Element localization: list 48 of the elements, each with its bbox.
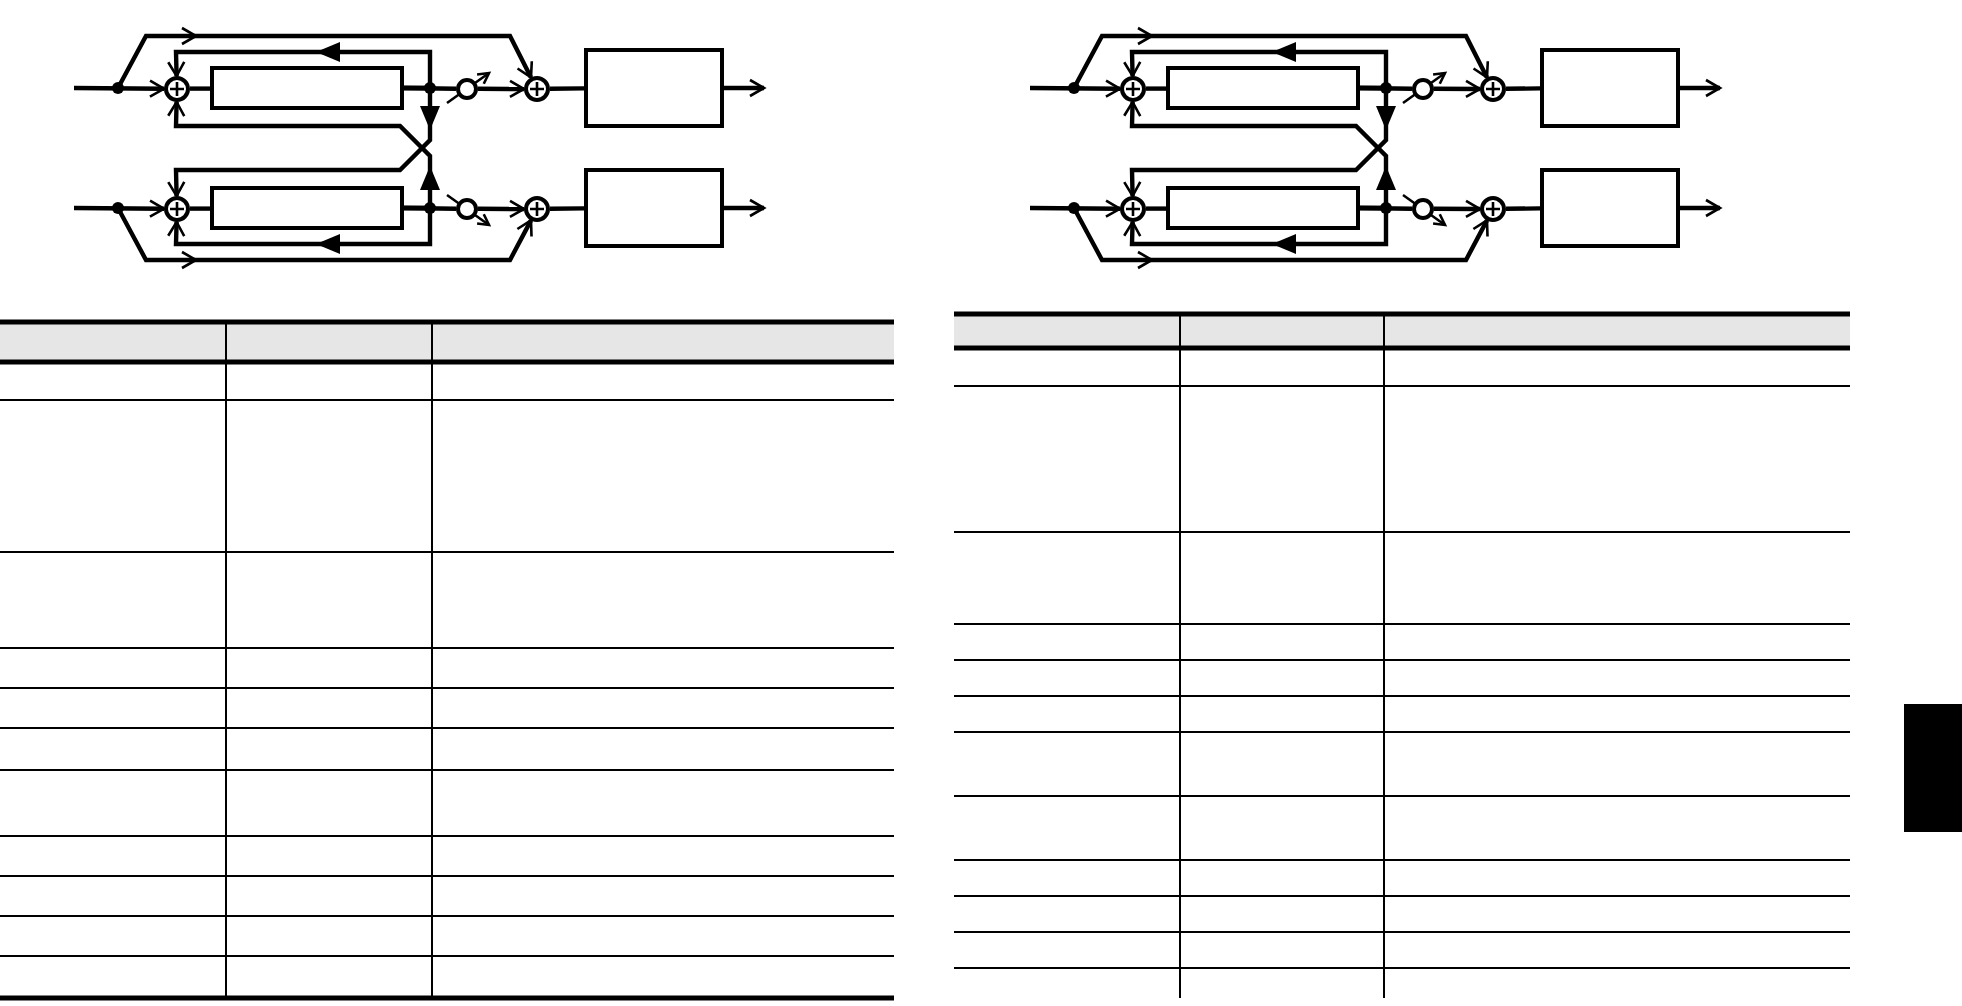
output-block: [584, 48, 724, 128]
summing-circle: [1120, 76, 1146, 102]
output-block: [1540, 48, 1680, 128]
signal-line: [1505, 206, 1541, 211]
signal-arrow: [478, 199, 526, 219]
level-circle: [1412, 78, 1434, 100]
signal-arrow: [478, 79, 526, 99]
signal-line: [1146, 86, 1166, 91]
signal-arrow: [116, 26, 534, 90]
delay-block: [210, 186, 404, 230]
summing-circle: [164, 196, 190, 222]
signal-line: [549, 206, 585, 211]
signal-arrow: [724, 78, 766, 98]
signal-arrow: [73, 199, 166, 218]
signal-arrow: [167, 85, 440, 198]
signal-arrow: [1434, 199, 1482, 219]
signal-arrow: [1029, 199, 1122, 218]
summing-circle: [524, 196, 550, 222]
signal-arrow: [116, 206, 533, 270]
summing-circle: [1480, 196, 1506, 222]
signal-arrow: [1680, 78, 1722, 98]
signal-arrow: [1072, 26, 1490, 90]
signal-arrow: [1434, 79, 1482, 99]
level-circle: [456, 198, 478, 220]
summing-circle: [524, 76, 550, 102]
signal-line: [190, 86, 210, 91]
delay-block: [1166, 186, 1360, 230]
signal-arrow: [1123, 85, 1396, 198]
output-block: [1540, 168, 1680, 248]
signal-arrow: [1072, 206, 1489, 270]
signal-arrow: [73, 79, 166, 98]
summing-circle: [1120, 196, 1146, 222]
signal-arrow: [166, 100, 440, 211]
level-circle: [1412, 198, 1434, 220]
signal-line: [190, 206, 210, 211]
delay-block: [1166, 66, 1360, 110]
summing-circle: [1480, 76, 1506, 102]
signal-arrow: [1122, 100, 1396, 211]
output-block: [584, 168, 724, 248]
signal-line: [1146, 206, 1166, 211]
signal-arrow: [1029, 79, 1122, 98]
signal-line: [549, 86, 585, 91]
signal-arrow: [724, 198, 766, 218]
signal-line: [1505, 86, 1541, 91]
level-circle: [456, 78, 478, 100]
signal-arrow: [1680, 198, 1722, 218]
summing-circle: [164, 76, 190, 102]
delay-block: [210, 66, 404, 110]
